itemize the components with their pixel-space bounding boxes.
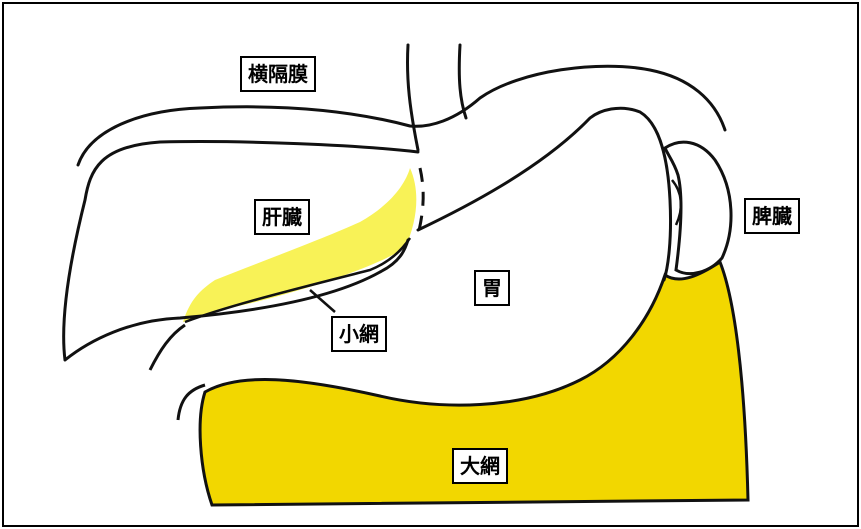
- stomach-lower-line: [150, 325, 185, 370]
- lesser-omentum-highlight: [183, 168, 416, 322]
- liver-edge-dashed: [418, 168, 423, 235]
- spleen-label: 脾臓: [744, 198, 800, 234]
- stomach-label: 胃: [474, 270, 510, 306]
- diaphragm-label: 横隔膜: [240, 56, 316, 92]
- spleen-outline: [665, 142, 731, 273]
- stomach-outline: [418, 108, 671, 280]
- liver-label: 肝臓: [254, 199, 310, 235]
- greater-omentum-label: 大網: [452, 448, 508, 484]
- esophagus-right: [459, 45, 466, 118]
- lesser-omentum-label: 小網: [331, 316, 387, 352]
- esophagus-left: [407, 45, 418, 150]
